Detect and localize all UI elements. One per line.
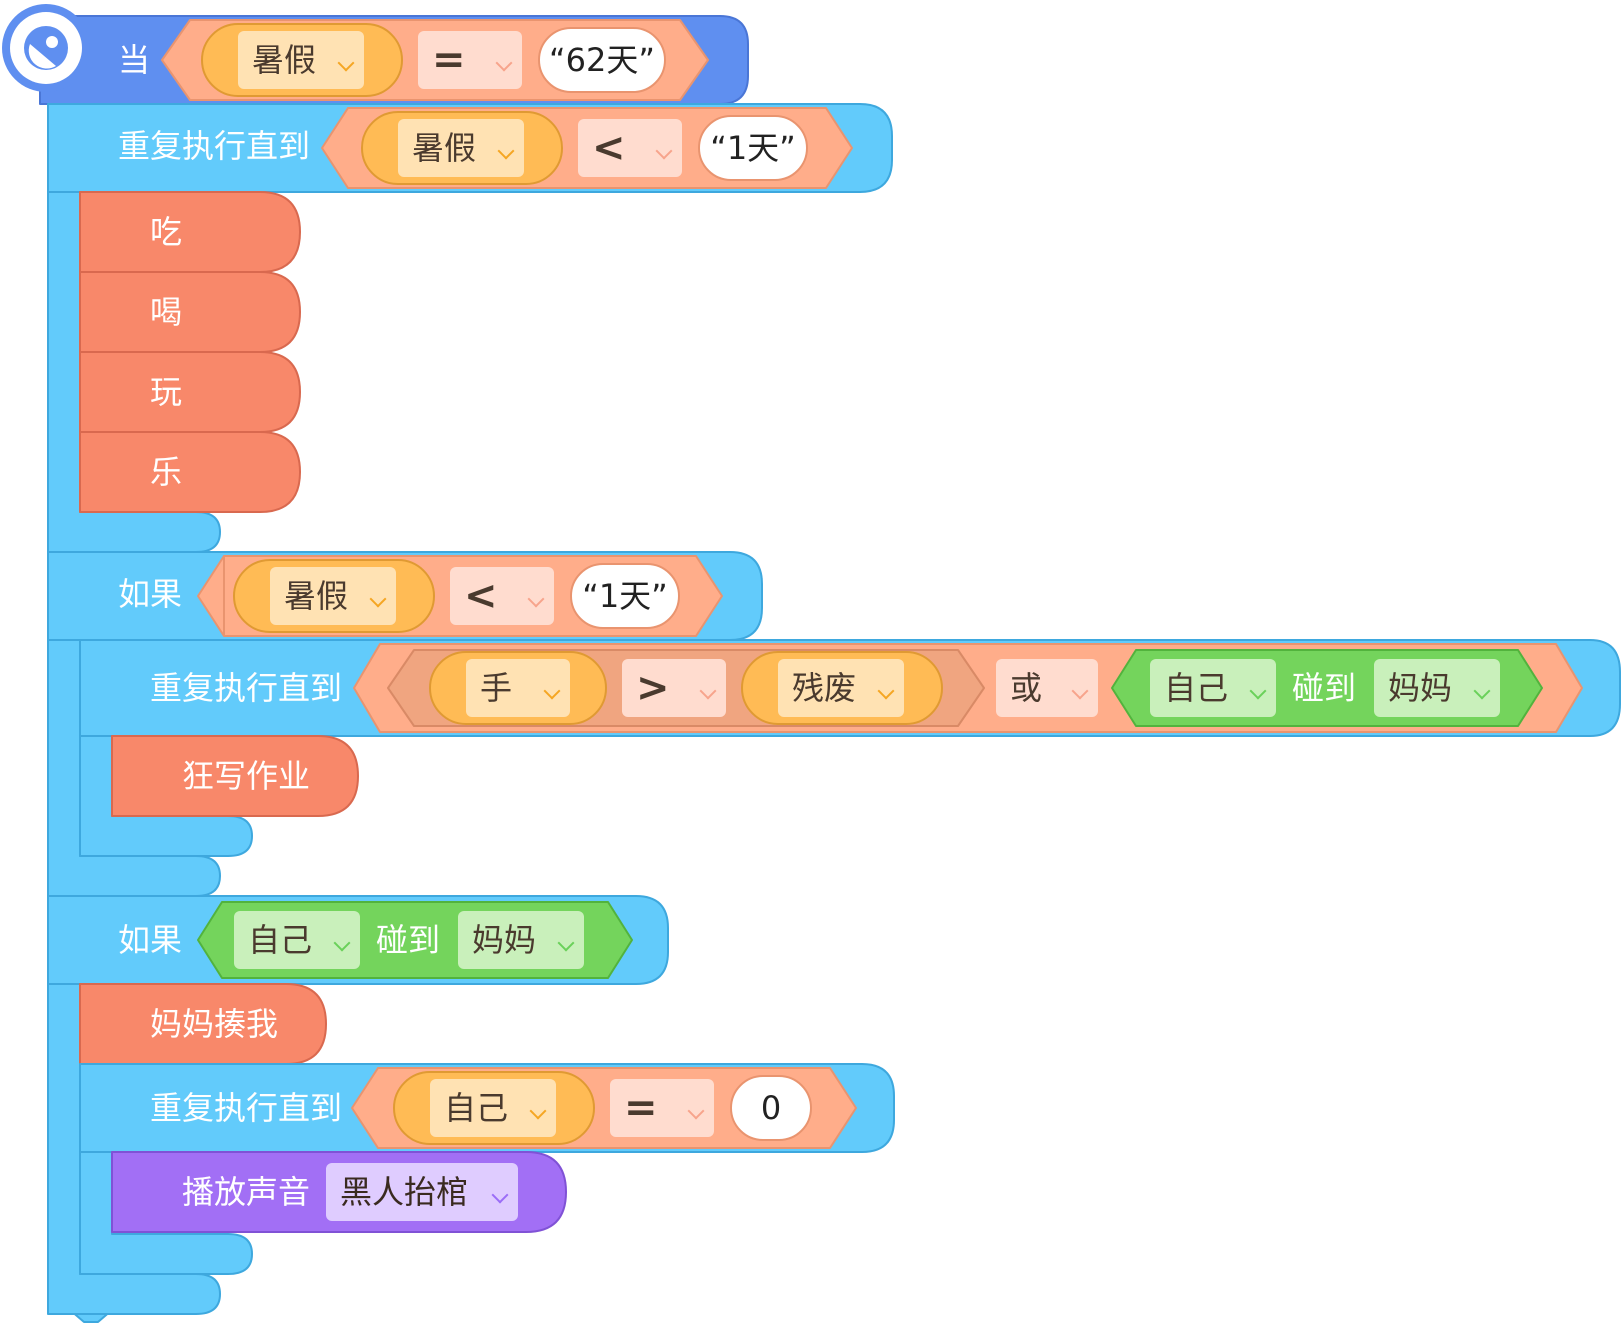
loop2-cmp-dropdown[interactable]: >: [622, 659, 726, 717]
event-label: 当: [118, 41, 151, 79]
loop2-touch-label: 碰到: [1292, 669, 1357, 707]
action-block-play: [79, 351, 301, 433]
dropdown-value: 或: [1010, 669, 1043, 707]
event-var-dropdown[interactable]: 暑假: [238, 31, 364, 89]
loop2-label: 重复执行直到: [150, 669, 343, 707]
action-block-drink: [79, 271, 301, 353]
chevron-down-icon: [655, 142, 673, 160]
action-eat-label: 吃: [150, 213, 183, 251]
dropdown-value: 自己: [1164, 669, 1229, 707]
dropdown-value: 暑假: [252, 41, 317, 79]
loop3-bottom: [79, 1151, 253, 1275]
sound-name-dropdown[interactable]: 黑人抬棺: [326, 1163, 518, 1221]
chevron-down-icon: [497, 142, 515, 160]
dropdown-value: 暑假: [412, 129, 477, 167]
chevron-down-icon: [337, 54, 355, 72]
chevron-down-icon: [557, 934, 575, 952]
loop2-left-var-dropdown[interactable]: 手: [466, 659, 570, 717]
if2-self-dropdown[interactable]: 自己: [234, 911, 360, 969]
loop2-right-var-dropdown[interactable]: 残废: [778, 659, 904, 717]
dropdown-value: <: [592, 125, 626, 171]
action-block-fun: [79, 431, 301, 513]
loop2-self-dropdown[interactable]: 自己: [1150, 659, 1276, 717]
chevron-down-icon: [1249, 682, 1267, 700]
loop1-var-dropdown[interactable]: 暑假: [398, 119, 524, 177]
action-play-label: 玩: [150, 373, 183, 411]
dropdown-value: 自己: [248, 921, 313, 959]
chevron-down-icon: [527, 590, 545, 608]
if2-touch-label: 碰到: [376, 921, 441, 959]
action-fun-label: 乐: [150, 453, 183, 491]
chevron-down-icon: [877, 682, 895, 700]
loop3-label: 重复执行直到: [150, 1089, 343, 1127]
dropdown-value: <: [464, 573, 498, 619]
dropdown-value: 黑人抬棺: [340, 1173, 469, 1211]
dropdown-value: 残废: [792, 669, 857, 707]
loop2-target-dropdown[interactable]: 妈妈: [1374, 659, 1500, 717]
chevron-down-icon: [495, 54, 513, 72]
event-op-dropdown[interactable]: =: [418, 31, 522, 89]
dropdown-value: 妈妈: [1388, 669, 1453, 707]
chevron-down-icon: [687, 1102, 705, 1120]
loop3-var-dropdown[interactable]: 自己: [430, 1079, 556, 1137]
action-drink-label: 喝: [150, 293, 183, 331]
action-block-eat: [79, 191, 301, 273]
dropdown-value: 手: [480, 669, 513, 707]
if1-var-dropdown[interactable]: 暑假: [270, 567, 396, 625]
loop2-logic-dropdown[interactable]: 或: [996, 659, 1098, 717]
if1-op-dropdown[interactable]: <: [450, 567, 554, 625]
if1-value-input[interactable]: “1天”: [570, 563, 680, 629]
if1-label: 如果: [118, 575, 183, 613]
loop1-label: 重复执行直到: [118, 127, 311, 165]
dropdown-value: >: [636, 665, 670, 711]
chevron-down-icon: [491, 1186, 509, 1204]
loop3-op-dropdown[interactable]: =: [610, 1079, 714, 1137]
loop1-value-input[interactable]: “1天”: [698, 115, 808, 181]
dropdown-value: =: [624, 1085, 658, 1131]
event-value-input[interactable]: “62天”: [538, 27, 666, 93]
loop1-op-dropdown[interactable]: <: [578, 119, 682, 177]
dropdown-value: 自己: [444, 1089, 509, 1127]
chevron-down-icon: [529, 1102, 547, 1120]
if2-target-dropdown[interactable]: 妈妈: [458, 911, 584, 969]
action-beat-label: 妈妈揍我: [150, 1005, 279, 1043]
sound-label: 播放声音: [182, 1173, 311, 1211]
dropdown-value: 妈妈: [472, 921, 537, 959]
dropdown-value: =: [432, 37, 466, 83]
action-homework-label: 狂写作业: [182, 757, 311, 795]
dropdown-value: 暑假: [284, 577, 349, 615]
chevron-down-icon: [333, 934, 351, 952]
satellite-dish-icon: [2, 4, 90, 92]
action-block-homework: [111, 735, 359, 817]
chevron-down-icon: [543, 682, 561, 700]
loop3-value-input[interactable]: 0: [730, 1075, 812, 1141]
if2-label: 如果: [118, 921, 183, 959]
chevron-down-icon: [1473, 682, 1491, 700]
chevron-down-icon: [369, 590, 387, 608]
chevron-down-icon: [699, 682, 717, 700]
chevron-down-icon: [1071, 682, 1089, 700]
